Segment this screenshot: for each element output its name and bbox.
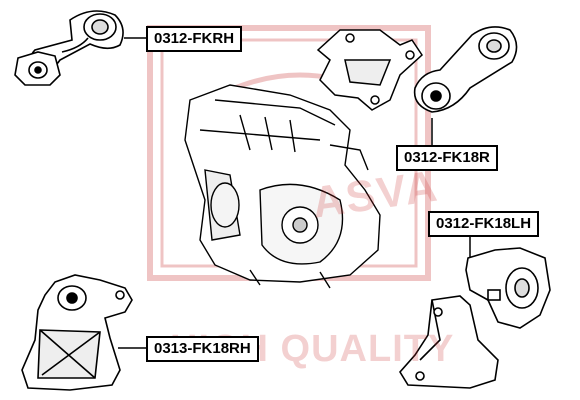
torque-rod-top-right — [413, 26, 518, 113]
leader-lines — [118, 37, 471, 349]
mount-bottom-left — [21, 274, 133, 391]
label-0312-fkrh: 0312-FKRH — [146, 26, 243, 52]
bracket-bottom-right — [399, 295, 499, 389]
torque-rod-top-left — [14, 10, 124, 86]
label-0312-fk18lh: 0312-FK18LH — [428, 211, 540, 237]
mount-right — [465, 247, 551, 329]
label-0312-fk18r: 0312-FK18R — [396, 145, 498, 171]
engine-assembly — [184, 84, 381, 289]
bracket-center-top — [316, 29, 423, 111]
label-0313-fk18rh: 0313-FK18RH — [146, 336, 259, 362]
